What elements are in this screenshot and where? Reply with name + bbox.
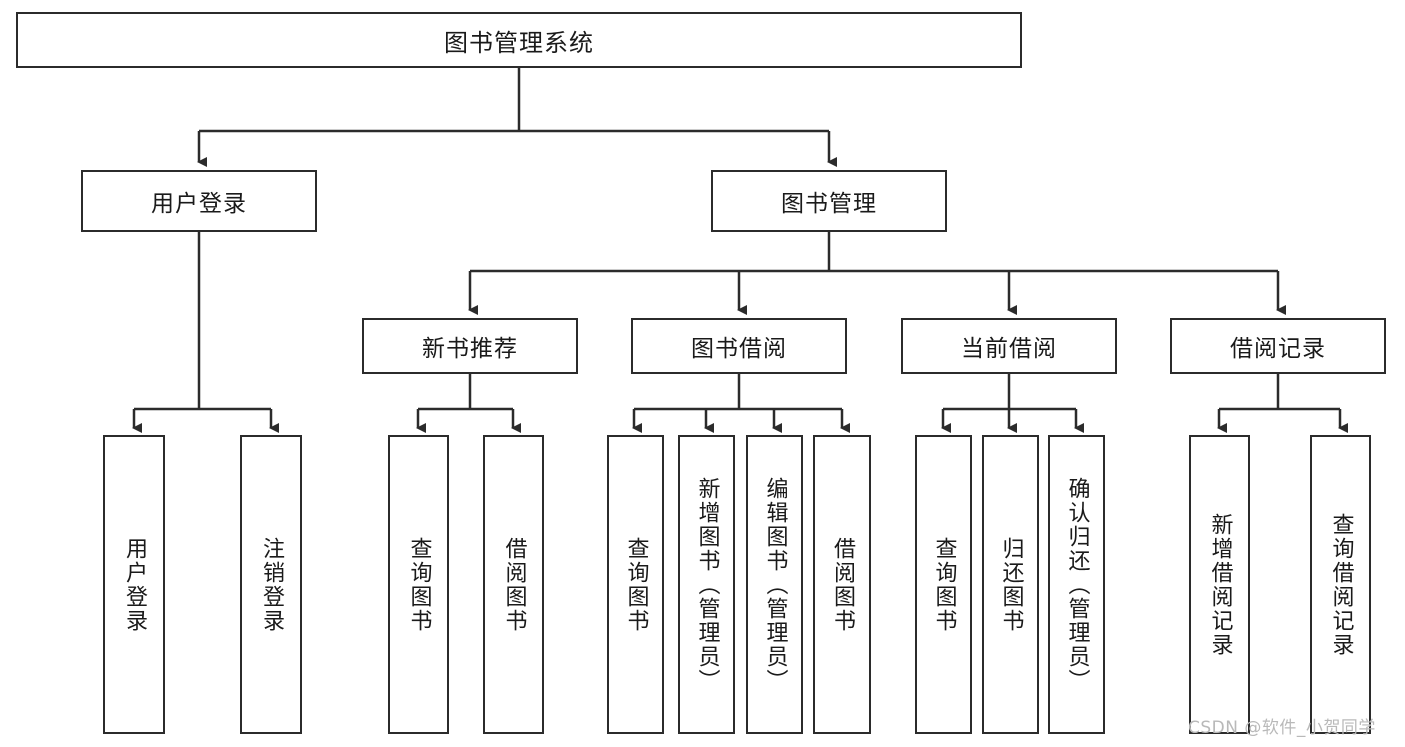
leaf-add-borrow-record[interactable]: 新增借阅记录 bbox=[1189, 435, 1250, 734]
leaf-query-book-borrow[interactable]: 查询图书 bbox=[607, 435, 664, 734]
node-label: 查询借阅记录 bbox=[1328, 512, 1354, 657]
leaf-query-book-new-rec[interactable]: 查询图书 bbox=[388, 435, 449, 734]
leaf-borrow-book-borrow[interactable]: 借阅图书 bbox=[813, 435, 871, 734]
node-label: 图书管理系统 bbox=[444, 28, 594, 57]
leaf-add-book-admin[interactable]: 新增图书（管理员） bbox=[678, 435, 735, 734]
node-label: 注销登录 bbox=[258, 536, 284, 633]
leaf-confirm-return-admin[interactable]: 确认归还（管理员） bbox=[1048, 435, 1105, 734]
node-book-borrow[interactable]: 图书借阅 bbox=[631, 318, 847, 374]
csdn-watermark: CSDN @软件_小贺同学 bbox=[1188, 718, 1376, 738]
node-current-borrow[interactable]: 当前借阅 bbox=[901, 318, 1117, 374]
leaf-return-book[interactable]: 归还图书 bbox=[982, 435, 1039, 734]
leaf-borrow-book-new-rec[interactable]: 借阅图书 bbox=[483, 435, 544, 734]
node-borrow-record[interactable]: 借阅记录 bbox=[1170, 318, 1386, 374]
node-label: 确认归还（管理员） bbox=[1064, 476, 1090, 693]
node-user-login[interactable]: 用户登录 bbox=[81, 170, 317, 232]
leaf-query-book-current[interactable]: 查询图书 bbox=[915, 435, 972, 734]
leaf-query-borrow-record[interactable]: 查询借阅记录 bbox=[1310, 435, 1371, 734]
leaf-user-login[interactable]: 用户登录 bbox=[103, 435, 165, 734]
node-root-book-management-system[interactable]: 图书管理系统 bbox=[16, 12, 1022, 68]
node-label: 用户登录 bbox=[151, 191, 247, 217]
node-label: 新书推荐 bbox=[422, 336, 518, 362]
node-label: 图书借阅 bbox=[691, 336, 787, 362]
node-new-book-recommendation[interactable]: 新书推荐 bbox=[362, 318, 578, 374]
node-label: 归还图书 bbox=[998, 536, 1024, 633]
node-label: 查询图书 bbox=[406, 536, 432, 633]
node-label: 用户登录 bbox=[121, 536, 147, 633]
node-label: 编辑图书（管理员） bbox=[762, 476, 788, 693]
node-label: 当前借阅 bbox=[961, 336, 1057, 362]
node-label: 查询图书 bbox=[623, 536, 649, 633]
node-label: 借阅图书 bbox=[829, 536, 855, 633]
node-label: 借阅图书 bbox=[501, 536, 527, 633]
leaf-logout[interactable]: 注销登录 bbox=[240, 435, 302, 734]
node-label: 新增图书（管理员） bbox=[694, 476, 720, 693]
node-label: 图书管理 bbox=[781, 191, 877, 217]
node-book-management[interactable]: 图书管理 bbox=[711, 170, 947, 232]
node-label: 查询图书 bbox=[931, 536, 957, 633]
node-label: 新增借阅记录 bbox=[1207, 512, 1233, 657]
leaf-edit-book-admin[interactable]: 编辑图书（管理员） bbox=[746, 435, 803, 734]
node-label: 借阅记录 bbox=[1230, 336, 1326, 362]
